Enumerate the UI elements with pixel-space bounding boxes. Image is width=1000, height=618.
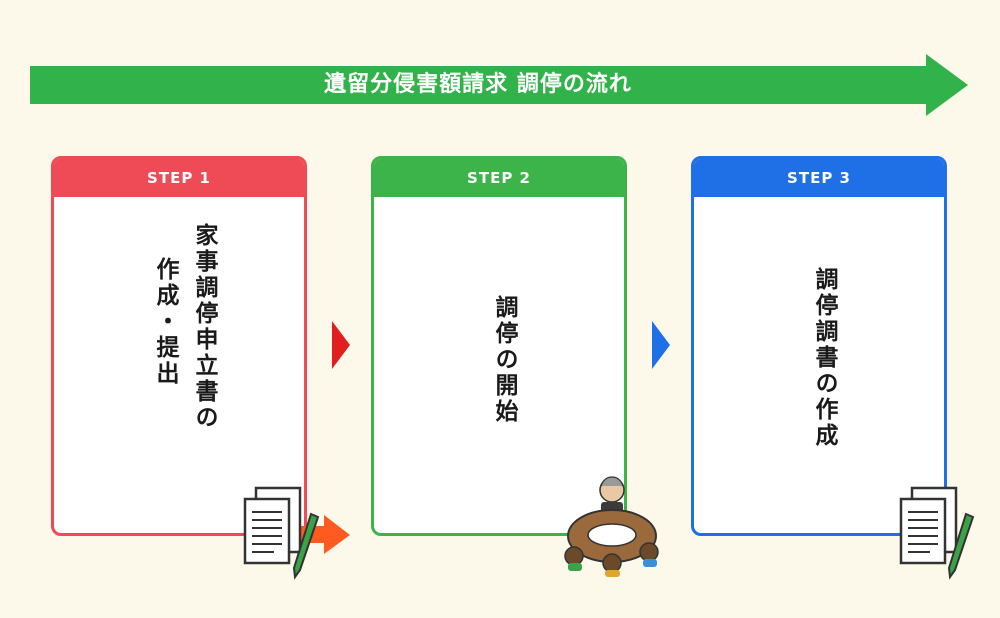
step-3-label: STEP 3 (694, 159, 944, 197)
step-2-label: STEP 2 (374, 159, 624, 197)
blue-chevron-right-icon (652, 321, 670, 369)
step-2-card: STEP 2 調停の開始 (371, 156, 627, 536)
step-1-title-line-2: 作成・提出 (152, 257, 178, 387)
step-1-card: STEP 1 家事調停申立書の 作成・提出 (51, 156, 307, 536)
step-3-title: 調停調書の作成 (811, 267, 837, 449)
step-1-label: STEP 1 (54, 159, 304, 197)
banner-title: 遺留分侵害額請求 調停の流れ (324, 72, 632, 97)
red-chevron-right-icon (332, 321, 350, 369)
step-3-card: STEP 3 調停調書の作成 (691, 156, 947, 536)
step-2-title: 調停の開始 (491, 295, 517, 425)
banner-arrow (30, 54, 968, 116)
step-1-title-line-1: 家事調停申立書の (191, 223, 217, 431)
